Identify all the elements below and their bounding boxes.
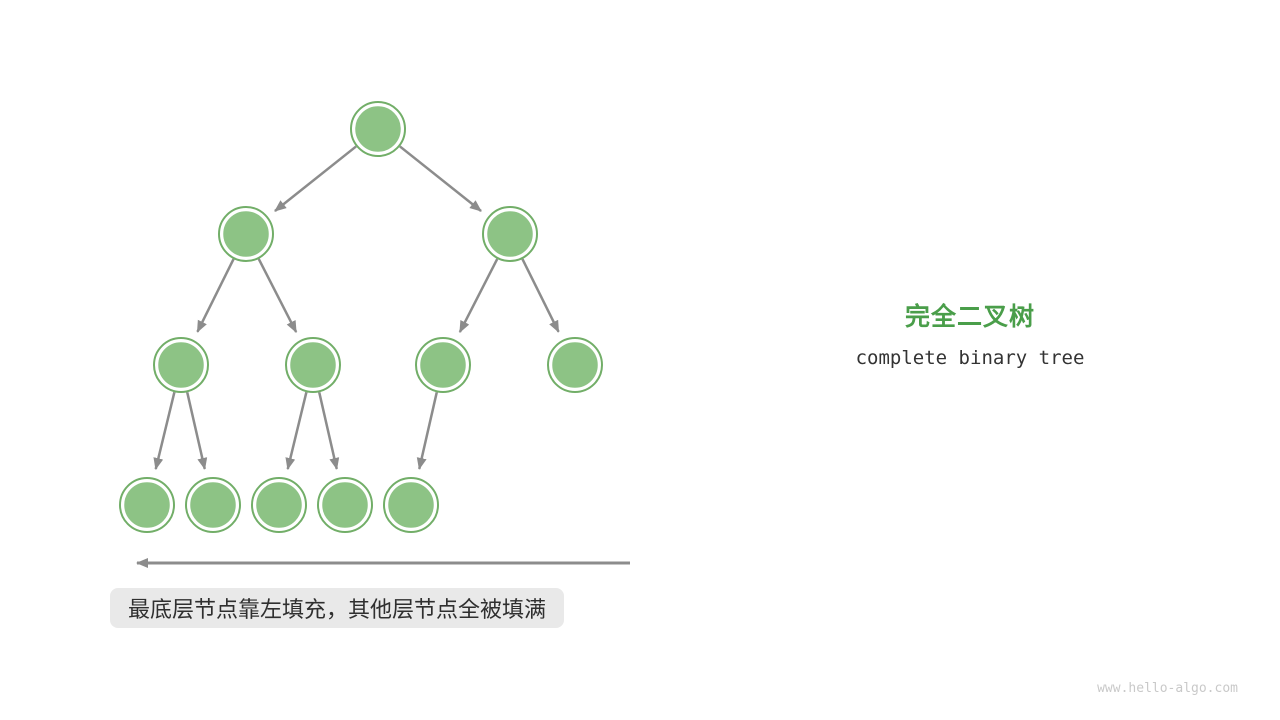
- tree-node: [350, 101, 406, 157]
- tree-edge: [257, 258, 298, 333]
- tree-node: [119, 477, 175, 533]
- diagram-title-zh: 完全二叉树: [904, 303, 1035, 331]
- diagram-title-en: complete binary tree: [855, 347, 1085, 369]
- tree-edge: [416, 392, 438, 470]
- tree-node: [415, 337, 471, 393]
- tree-edge: [318, 392, 340, 470]
- tree-edge: [285, 391, 308, 471]
- tree-edge: [521, 258, 560, 333]
- tree-node: [153, 337, 209, 393]
- tree-node: [285, 337, 341, 393]
- tree-edge: [399, 145, 482, 212]
- tree-node: [482, 206, 538, 262]
- tree-edge: [153, 391, 176, 471]
- tree-node: [218, 206, 274, 262]
- tree-node: [547, 337, 603, 393]
- tree-edge: [186, 392, 208, 470]
- tree-node: [251, 477, 307, 533]
- tree-node: [383, 477, 439, 533]
- caption-text: 最底层节点靠左填充，其他层节点全被填满: [128, 597, 547, 622]
- tree-node: [317, 477, 373, 533]
- tree-edge: [274, 145, 357, 212]
- tree-node: [185, 477, 241, 533]
- caption-box: 最底层节点靠左填充，其他层节点全被填满: [110, 588, 565, 628]
- tree-edge: [196, 258, 235, 333]
- watermark-text: www.hello-algo.com: [1097, 681, 1238, 696]
- tree-edge: [458, 258, 499, 333]
